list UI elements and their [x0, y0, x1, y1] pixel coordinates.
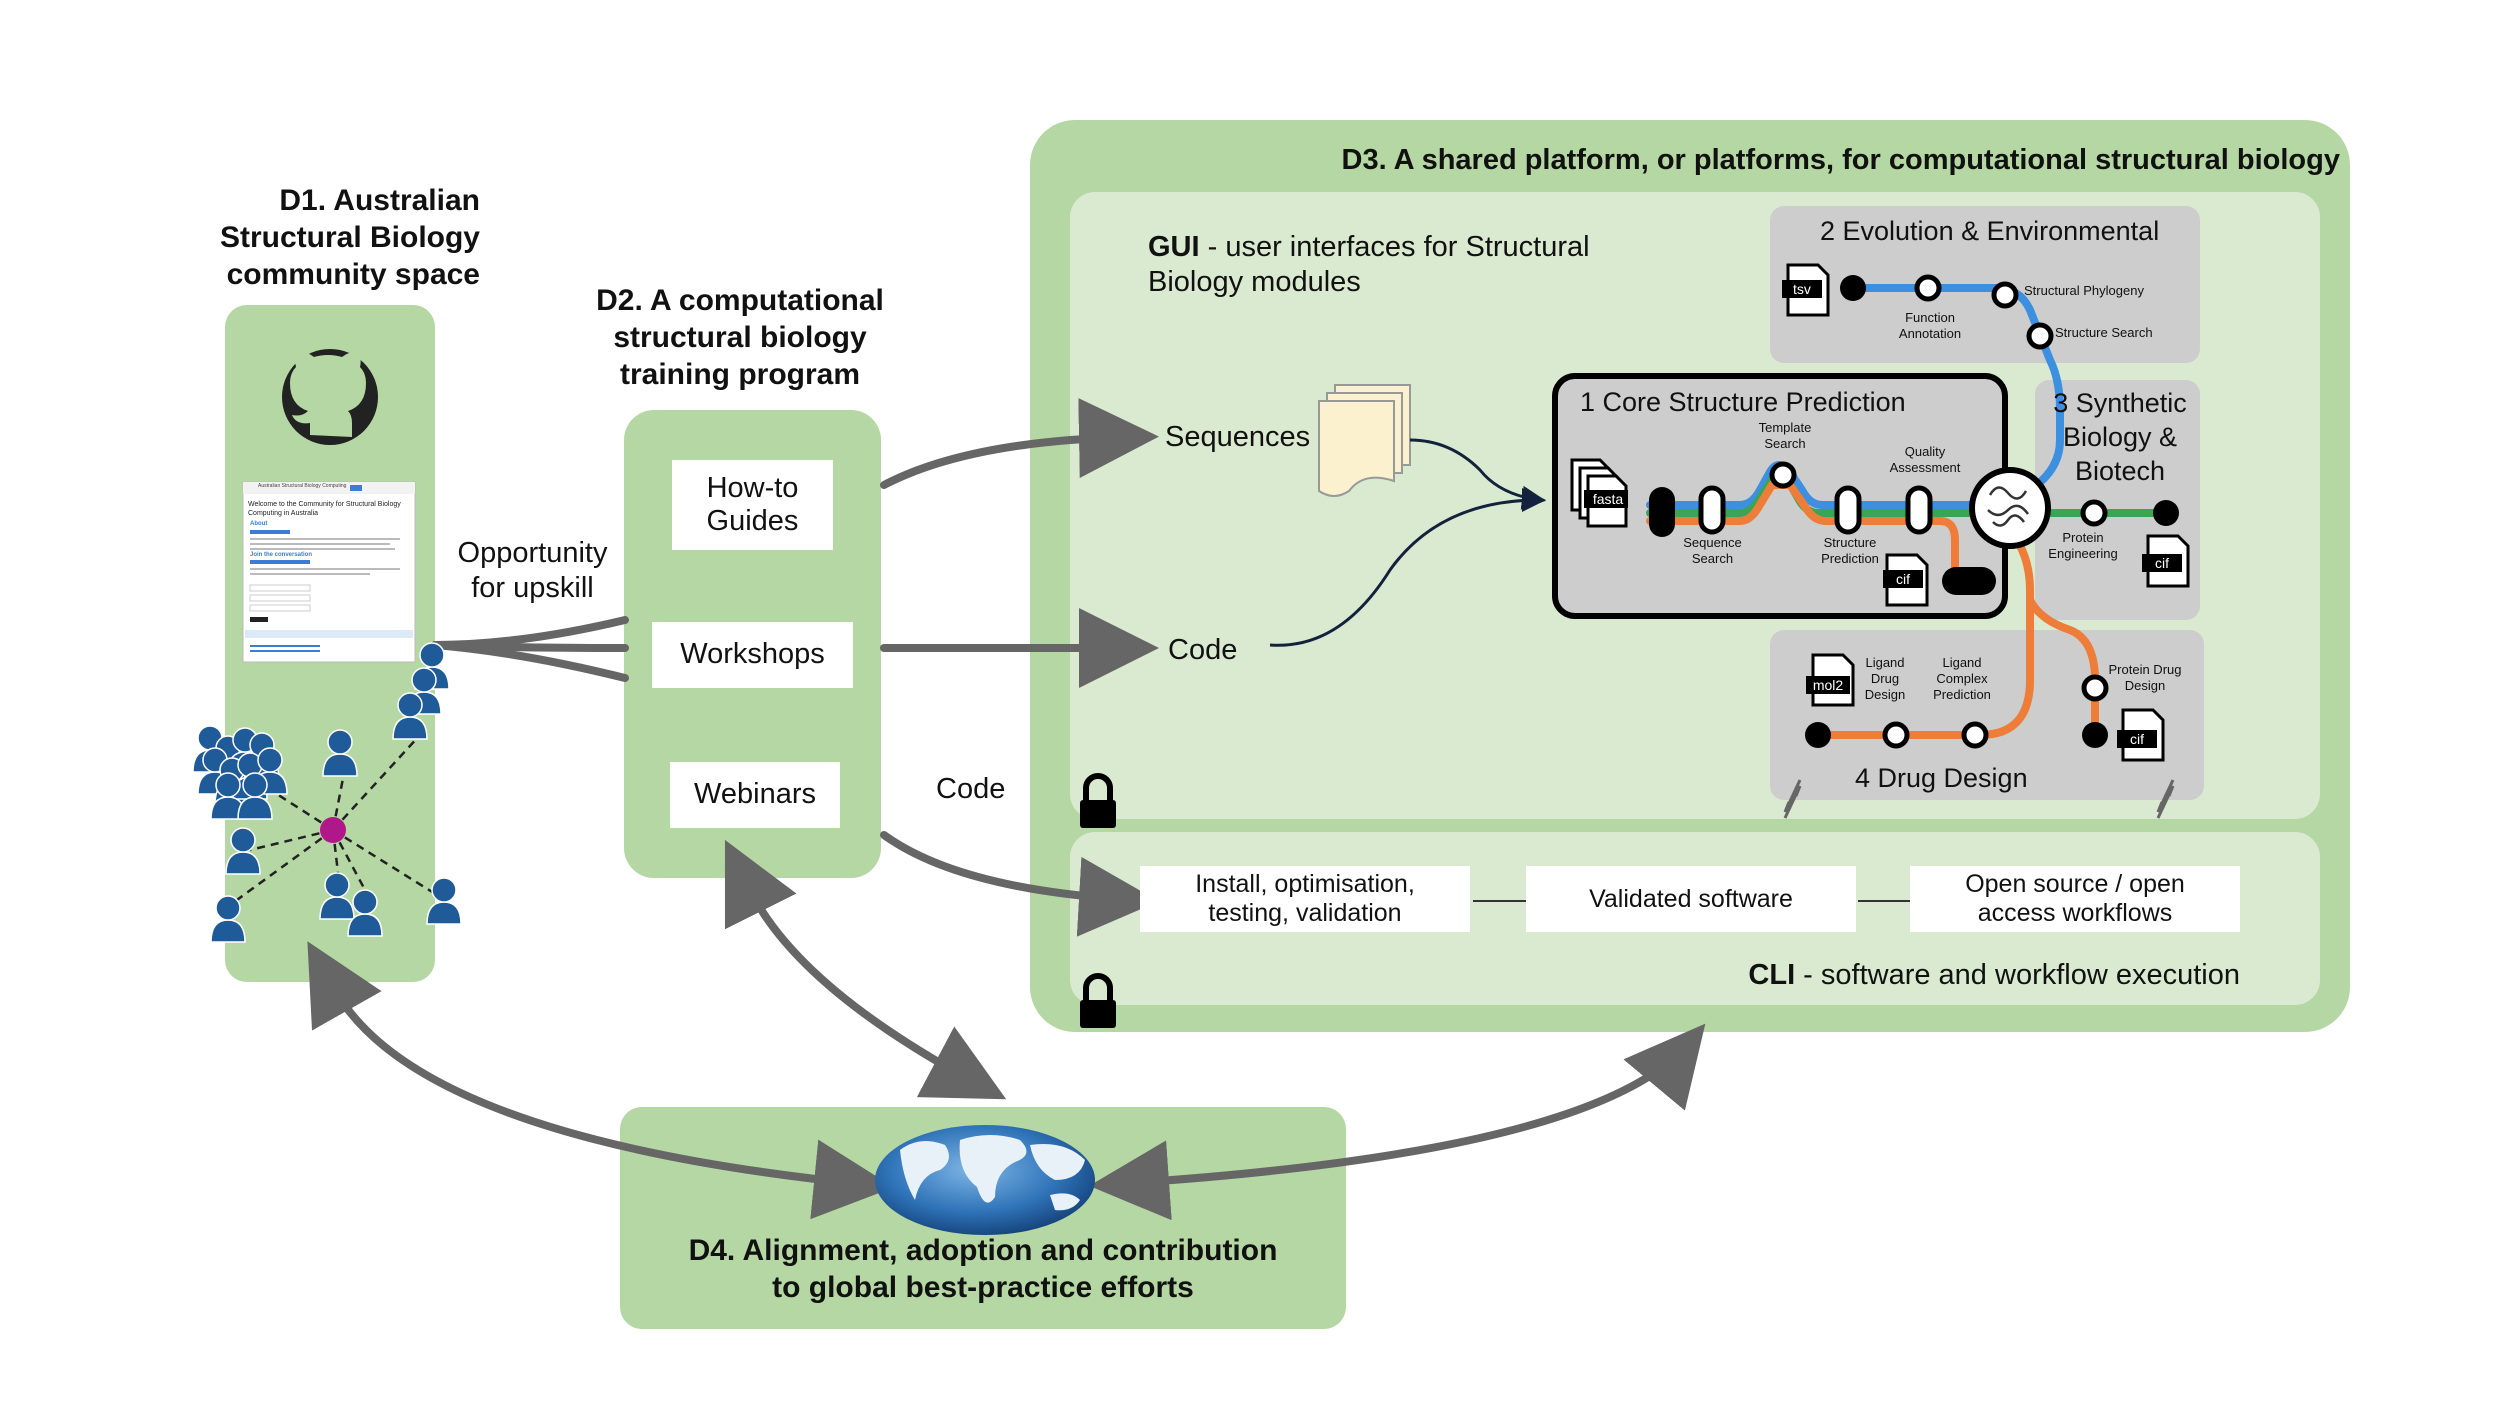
person-icon	[225, 827, 261, 875]
globe-icon	[875, 1125, 1095, 1235]
person-icon	[237, 772, 273, 820]
file-tsv-label: tsv	[1793, 281, 1811, 297]
cli-step-opensource: Open source / open access workflows	[1910, 866, 2240, 932]
file-mol2-label: mol2	[1812, 677, 1844, 693]
station-quality-assessment: Quality Assessment	[1889, 444, 1961, 475]
file-fasta-label: fasta	[1592, 491, 1624, 507]
file-icon	[2142, 534, 2190, 588]
station-ligand-complex-prediction: Ligand Complex Prediction	[1933, 655, 1991, 702]
module-core-title: 1 Core Structure Prediction	[1580, 387, 1906, 417]
input-curves	[1269, 438, 1546, 647]
station-function-annotation: Function Annotation	[1898, 310, 1962, 341]
website-thumbnail	[242, 481, 416, 663]
station-structural-phylogeny: Structural Phylogeny	[2024, 283, 2144, 298]
station-ligand-drug-design: Ligand Drug Design	[1864, 655, 1906, 702]
person-icon	[322, 729, 358, 777]
cli-step-install: Install, optimisation, testing, validati…	[1140, 866, 1470, 932]
person-icon	[210, 772, 246, 820]
network-hub	[320, 817, 346, 843]
webinars-label: Webinars	[694, 778, 816, 811]
file-cif-synthetic-label: cif	[2155, 555, 2169, 571]
station-structure-search: Structure Search	[2055, 325, 2153, 340]
website-heading: Welcome to the Community for Structural …	[248, 501, 401, 517]
cli-heading: CLI - software and workflow execution	[1720, 958, 2240, 993]
code-label: Code	[936, 773, 1006, 805]
gui-bold: GUI	[1148, 231, 1200, 263]
d2-title: D2. A computational structural biology t…	[596, 284, 884, 391]
d3-title: D3. A shared platform, or platforms, for…	[1341, 144, 2340, 176]
module-synthetic-title: 3 Synthetic Biology & Biotech	[2053, 388, 2187, 486]
people-icon	[192, 642, 462, 943]
station-structure-prediction: Structure Prediction	[1821, 535, 1879, 566]
sync-arrows	[1783, 779, 2175, 819]
howto-guides-label: How-to Guides	[706, 471, 799, 537]
file-icon	[1782, 263, 1830, 317]
cli-step-opensource-label: Open source / open access workflows	[1965, 870, 2185, 927]
cli-step-validated-label: Validated software	[1589, 884, 1793, 913]
cli-bold: CLI	[1748, 959, 1796, 991]
cli-rest: - software and workflow execution	[1795, 959, 2240, 991]
module-evolution-title: 2 Evolution & Environmental	[1820, 216, 2160, 246]
station-template-search: Template Search	[1758, 420, 1812, 451]
lock-icon	[1080, 973, 1116, 1028]
person-icon	[347, 889, 383, 937]
flow-arrows	[307, 398, 1706, 1221]
website-header: Australian Structural Biology Computing	[258, 483, 347, 489]
code-input-label: Code	[1168, 634, 1238, 666]
sequences-label: Sequences	[1165, 421, 1311, 453]
gui-rest: - user interfaces for Structural Biology…	[1148, 231, 1590, 298]
upskill-label: Opportunity for upskill	[457, 537, 608, 604]
d1-title: D1. Australian Structural Biology commun…	[219, 184, 480, 291]
howto-guides-box: How-to Guides	[672, 460, 833, 550]
d4-title: D4. Alignment, adoption and contribution…	[688, 1234, 1278, 1304]
file-icon	[1806, 653, 1855, 707]
person-icon	[210, 895, 246, 943]
workshops-box: Workshops	[652, 622, 853, 688]
cli-step-install-label: Install, optimisation, testing, validati…	[1195, 870, 1415, 927]
lock-icon	[1080, 773, 1116, 828]
protein-icon	[1969, 467, 2051, 549]
file-icon	[1883, 553, 1929, 607]
file-cif-drug-label: cif	[2130, 731, 2144, 747]
terminal-stations	[1649, 275, 2179, 748]
workshops-label: Workshops	[680, 638, 825, 671]
station-sequence-search: Sequence Search	[1683, 535, 1742, 566]
website-about: About	[250, 521, 268, 527]
cli-step-validated: Validated software	[1526, 866, 1856, 932]
website-join: Join the conversation	[250, 552, 313, 558]
github-icon	[282, 349, 378, 445]
person-icon	[426, 877, 462, 925]
person-icon	[392, 692, 428, 740]
person-icon	[319, 872, 355, 920]
webinars-box: Webinars	[670, 762, 840, 828]
module-drug-title: 4 Drug Design	[1855, 763, 2028, 793]
file-cif-core-label: cif	[1896, 571, 1910, 587]
document-stack-icon	[1318, 384, 1411, 497]
station-protein-engineering: Protein Engineering	[2048, 530, 2118, 561]
file-icon	[2117, 708, 2165, 762]
file-icon	[1570, 458, 1628, 528]
gui-heading: GUI - user interfaces for Structural Bio…	[1148, 230, 1668, 300]
station-protein-drug-design: Protein Drug Design	[2108, 662, 2182, 693]
metro-stations	[1698, 274, 2109, 749]
